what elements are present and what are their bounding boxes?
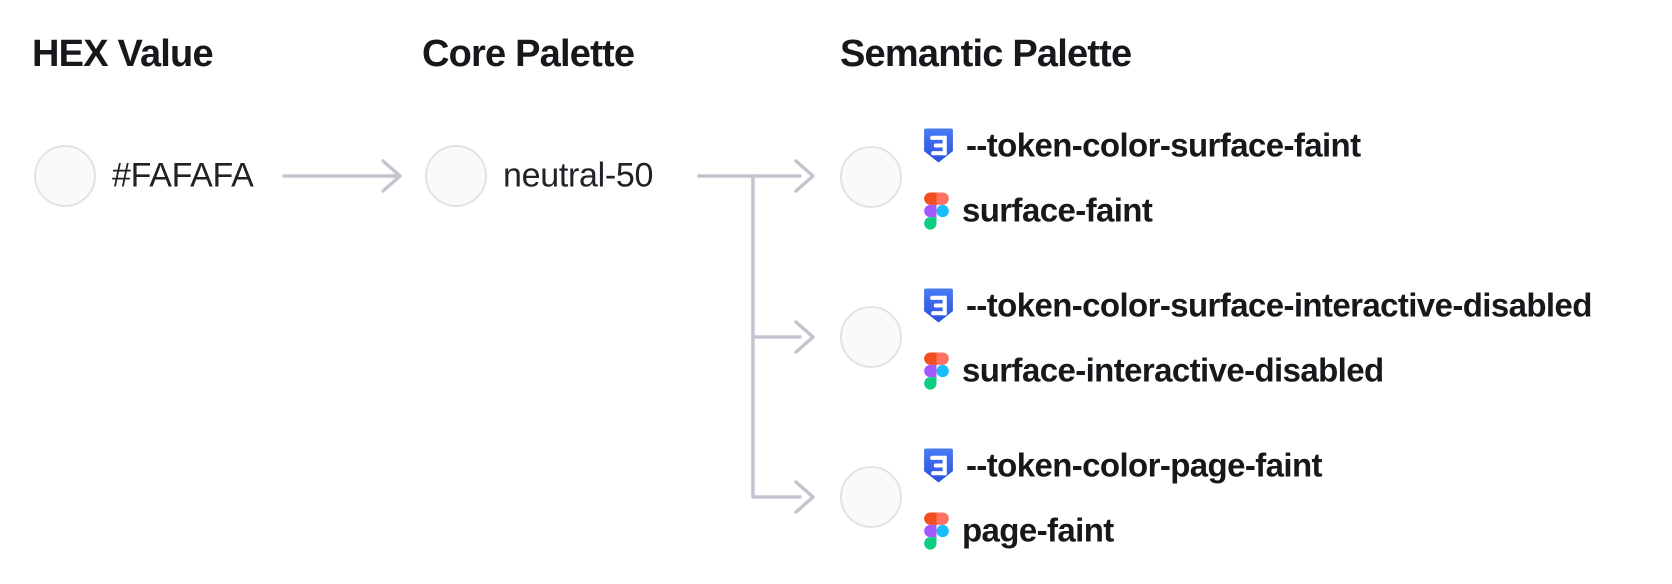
- figma-token-line: surface-interactive-disabled: [924, 351, 1592, 391]
- figma-logo-icon: [924, 352, 949, 389]
- semantic-palette-header: Semantic Palette: [840, 33, 1132, 75]
- semantic-color-swatch: [840, 306, 902, 368]
- core-palette-header: Core Palette: [422, 33, 635, 75]
- core-palette-label: neutral-50: [503, 156, 654, 195]
- semantic-token-entry: --token-color-surface-faint surface-fain…: [924, 126, 1361, 231]
- figma-token-label: surface-interactive-disabled: [962, 351, 1384, 389]
- css3-shield-icon: [924, 288, 953, 323]
- figma-logo-icon: [924, 512, 949, 549]
- arrowhead-to-sem2: [794, 320, 815, 354]
- css-variable-label: --token-color-surface-faint: [966, 126, 1361, 164]
- css-variable-line: --token-color-surface-faint: [924, 126, 1361, 166]
- arrowhead-core-to-sem1: [794, 159, 815, 193]
- figma-token-line: page-faint: [924, 511, 1322, 551]
- arrowhead-hex-to-core: [381, 159, 402, 193]
- css-variable-line: --token-color-surface-interactive-disabl…: [924, 286, 1592, 326]
- semantic-token-entry: --token-color-page-faint page-faint: [924, 446, 1323, 551]
- arrowhead-to-sem3: [794, 480, 815, 514]
- figma-token-line: surface-faint: [924, 191, 1361, 231]
- css-variable-label: --token-color-surface-interactive-disabl…: [966, 286, 1592, 324]
- branch-trunk: [751, 174, 802, 499]
- figma-token-label: page-faint: [962, 511, 1114, 549]
- figma-token-label: surface-faint: [962, 191, 1153, 229]
- hex-value-label: #FAFAFA: [112, 156, 254, 195]
- css3-shield-icon: [924, 448, 953, 483]
- semantic-token-entry: --token-color-surface-interactive-disabl…: [924, 286, 1592, 391]
- hex-color-swatch: [34, 145, 96, 207]
- hex-value-header: HEX Value: [32, 33, 214, 75]
- css-variable-line: --token-color-page-faint: [924, 446, 1323, 486]
- figma-logo-icon: [924, 192, 949, 229]
- semantic-color-swatch: [840, 146, 902, 208]
- semantic-color-swatch: [840, 466, 902, 528]
- css3-shield-icon: [924, 128, 953, 163]
- css-variable-label: --token-color-page-faint: [966, 446, 1323, 484]
- core-color-swatch: [425, 145, 487, 207]
